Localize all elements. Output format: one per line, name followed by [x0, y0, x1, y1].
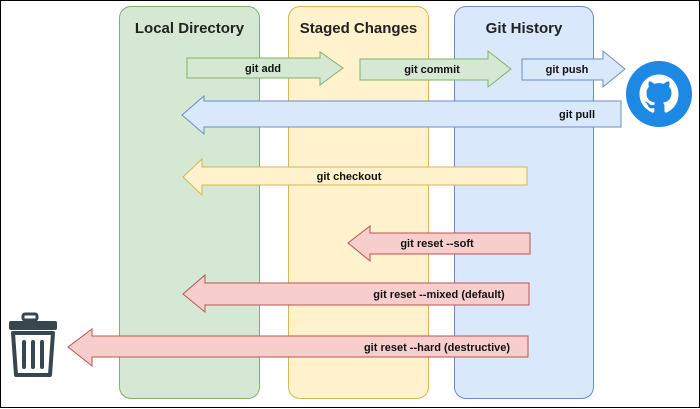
column-title-local-directory: Local Directory — [134, 20, 245, 37]
arrow-git-reset-soft: git reset --soft — [347, 224, 531, 263]
arrow-git-push: git push — [521, 49, 626, 89]
github-icon — [626, 61, 692, 127]
arrow-label-git-add: git add — [245, 63, 281, 75]
column-title-git-history: Git History — [485, 20, 563, 37]
arrow-label-git-reset-hard: git reset --hard (destructive) — [364, 342, 510, 354]
column-title-staged-changes: Staged Changes — [299, 20, 418, 37]
trash-icon — [9, 312, 57, 377]
arrow-git-checkout: git checkout — [182, 157, 528, 197]
arrow-git-add: git add — [186, 51, 344, 86]
arrow-label-git-commit: git commit — [404, 64, 460, 76]
arrow-label-git-reset-soft: git reset --soft — [400, 238, 474, 250]
arrow-git-reset-hard: git reset --hard (destructive) — [67, 328, 529, 368]
arrow-git-reset-mixed: git reset --mixed (default) — [182, 273, 530, 314]
arrow-label-git-pull: git pull — [559, 109, 595, 121]
arrow-git-pull: git pull — [181, 94, 622, 136]
arrow-label-git-checkout: git checkout — [317, 171, 382, 183]
arrow-git-commit: git commit — [359, 49, 512, 89]
arrow-label-git-push: git push — [546, 64, 589, 76]
arrow-label-git-reset-mixed: git reset --mixed (default) — [373, 289, 505, 301]
